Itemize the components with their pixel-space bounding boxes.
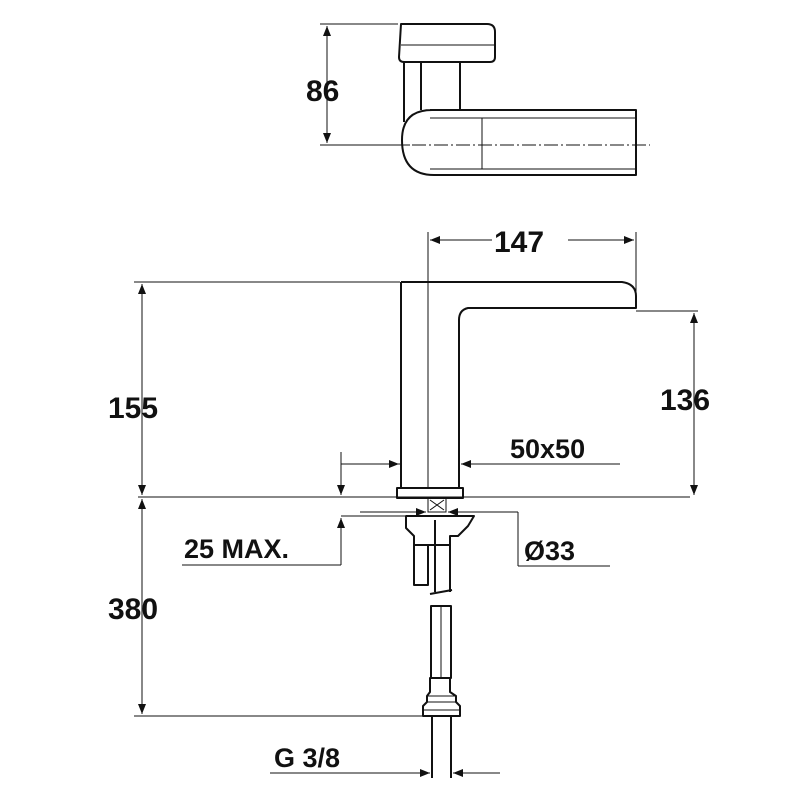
dimension-body-section: 50x50 bbox=[510, 434, 585, 464]
dimension-spout-length: 147 bbox=[494, 226, 544, 259]
top-view bbox=[320, 23, 650, 176]
dimension-connection-thread: G 3/8 bbox=[274, 743, 340, 773]
dimension-hose-length: 380 bbox=[108, 593, 158, 626]
dimension-hole-diameter: Ø33 bbox=[524, 536, 575, 566]
dimension-total-height: 155 bbox=[108, 392, 158, 425]
dimension-max-deck-thickness: 25 MAX. bbox=[184, 534, 289, 564]
front-view bbox=[134, 232, 698, 778]
dimension-top-depth: 86 bbox=[306, 75, 339, 108]
dimension-outlet-height: 136 bbox=[660, 384, 710, 417]
